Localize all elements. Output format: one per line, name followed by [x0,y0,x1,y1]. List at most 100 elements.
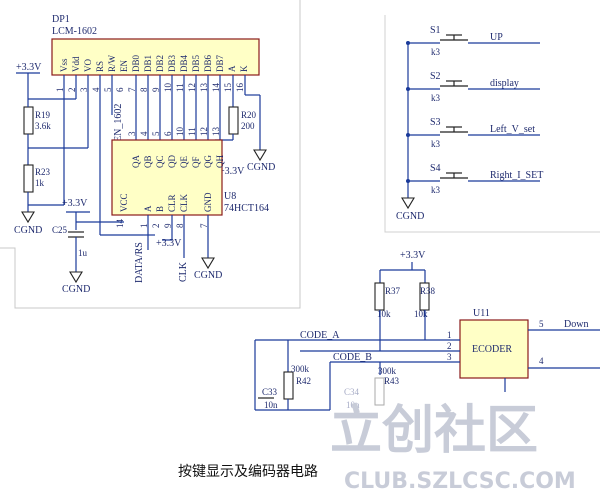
u8-output-qa-number: 3 [127,131,137,136]
lcd-ref: DP1 [52,14,70,25]
u8-output-qb-label: QB [143,155,153,168]
lcd-pin-12-label: DB5 [191,54,201,72]
down-net-label: Down [564,319,588,330]
shift-register-u8: QA3QB4QC5QD6QE10QF11QG12QH13VCC14A1B2CLR… [111,127,269,229]
u8-output-qd-number: 6 [163,131,173,136]
u8-output-qb-number: 4 [139,131,149,136]
resistor-r37 [374,282,385,311]
switch-4-net: Right_I_SET [490,170,543,181]
u8-input-a-number: 1 [139,224,149,229]
resistor-r42 [283,371,294,400]
u8-output-qd-label: QD [167,155,177,168]
switch-3-net: Left_V_set [490,124,535,135]
gnd-label-3: CGND [62,284,90,295]
switch-2-ref: S2 [430,71,441,82]
resistor-r19 [23,106,34,135]
lcd-supply-wiring: +3.3V R19 3.6k R23 1k CGND EN_1602 [14,62,143,236]
resistor-r20 [228,106,239,135]
r19-value: 3.6k [35,121,51,131]
watermark-en: CLUB.SZLCSC.COM [344,469,576,494]
c33-ref: C33 [262,387,278,397]
u8-input-a-label: A [143,205,153,212]
u8-output-qg-number: 12 [199,127,209,136]
u8-input-b-number: 2 [151,224,161,229]
u8-output-qe-label: QE [179,156,189,168]
lcd-pin-15-label: A [227,65,237,72]
vcc-label-lcd: +3.3V [16,62,42,73]
resistor-r43 [374,377,385,406]
ground-symbol [21,211,35,224]
u8-part: 74HCT164 [224,203,269,214]
vcc-label-enc: +3.3V [400,250,426,261]
en-net-label: EN_1602 [113,104,124,142]
switch-2-pin: k3 [431,93,441,103]
lcd-pin-14-label: DB7 [215,54,225,72]
ground-symbol [69,271,83,284]
u8-output-qf-number: 11 [187,127,197,136]
figure-caption: 按键显示及编码器电路 [178,464,318,480]
section-dividers [0,0,600,309]
r37-value: 10k [377,309,391,319]
r20-ref: R20 [241,110,257,120]
lcd-pin-9-label: DB2 [155,55,165,72]
code-a-net-label: CODE_A [300,330,340,341]
r43-ref: R43 [384,376,400,386]
lcd-pin-group: Vss1Vdd2VO3RS4R/W5EN6DB07DB18DB29DB310DB… [55,54,249,140]
lcd-pin-7-label: DB0 [131,54,141,72]
watermark: 立创社区 CLUB.SZLCSC.COM [330,401,576,494]
code-b-net-label: CODE_B [333,352,372,363]
lcd-pin-2-number: 2 [67,88,77,93]
lcd-pin-16-label: K [239,65,249,72]
u8-input-vcc-number: 14 [115,219,125,229]
ground-symbol [253,149,267,162]
lcd-pin-6-number: 6 [115,87,125,92]
r19-ref: R19 [35,110,51,120]
c25-ref: C25 [52,225,68,235]
clk-net-label: CLK [178,261,189,282]
lcd-pin-9-number: 9 [151,87,161,92]
switch-group: CGND S1k3UPS2k3displayS3k3Left_V_setS4k3… [396,25,543,222]
backlight-wiring: R20 200 CGND +3.3V [215,75,275,178]
u8-output-qc-label: QC [155,155,165,168]
lcd-module: DP1 LCM-1602 Vss1Vdd2VO3RS4R/W5EN6DB07DB… [51,14,260,140]
r38-value: 10k [414,309,428,319]
lcd-pin-1-label: Vss [59,58,69,72]
lcd-pin-12-number: 12 [187,83,197,92]
lcd-pin-14-number: 14 [211,83,221,93]
u11-pin1: 1 [447,330,452,340]
vcc-label-c25: +3.3V [62,198,88,209]
lcd-pin-13-number: 13 [199,83,209,93]
lcd-pin-16-number: 16 [235,83,245,93]
u8-input-clr-number: 9 [163,223,173,228]
u8-input-b-label: B [155,206,165,212]
c33-value: 10n [264,400,278,410]
u8-input-clk-number: 8 [175,223,185,228]
lcd-pin-6-label: EN [119,60,129,72]
lcd-pin-4-label: RS [95,61,105,72]
encoder-body [459,319,529,379]
u8-output-qh-label: QH [215,155,225,168]
lcd-pin-3-label: VO [83,59,93,72]
r20-value: 200 [241,121,255,131]
lcd-pin-10-number: 10 [163,83,173,93]
lcd-pin-8-label: DB1 [143,55,153,72]
ground-symbol [201,257,215,270]
lcd-pin-5-number: 5 [103,87,113,92]
r42-ref: R42 [296,376,311,386]
resistor-r23 [23,164,34,193]
lcd-body [51,38,260,76]
u11-part: ECODER [472,344,512,355]
ground-symbol [401,197,415,210]
u8-input-clr-label: CLR [167,194,177,212]
u8-output-qf-label: QF [191,156,201,168]
u8-output-qg-label: QG [203,155,213,168]
lcd-pin-11-number: 11 [175,83,185,92]
c25-value: 1u [78,248,88,258]
lcd-pin-8-number: 8 [139,87,149,92]
u11-pin4: 4 [539,356,544,366]
u8-input-gnd-label: GND [203,192,213,212]
r43-value: 300k [378,366,397,376]
gnd-label-1: CGND [14,225,42,236]
